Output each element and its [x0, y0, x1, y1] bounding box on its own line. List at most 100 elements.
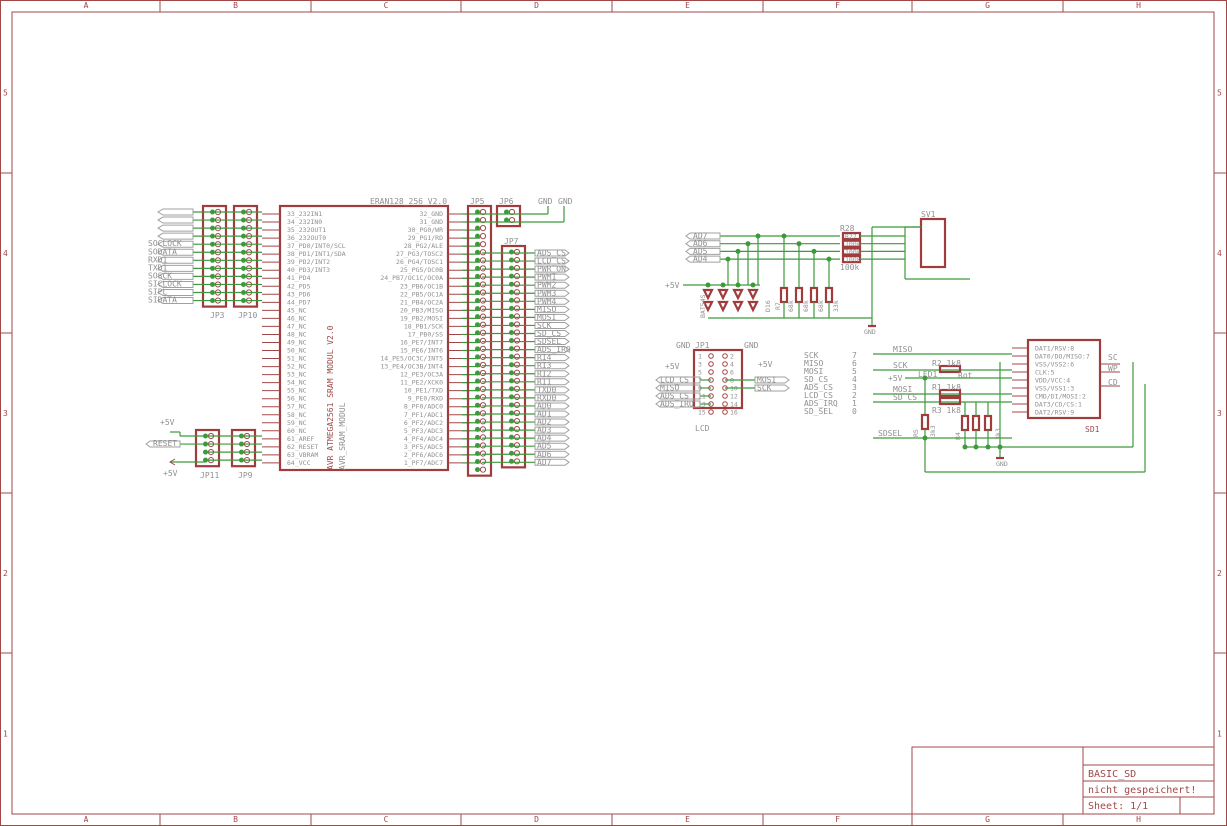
frame-column-label: D [534, 1, 539, 10]
junction [475, 217, 480, 223]
junction [475, 314, 480, 320]
junction [509, 257, 514, 263]
pin-pad [479, 233, 487, 240]
net-label-text: RI4 [537, 353, 552, 362]
module-pin-label: 30_PG0/WR [408, 226, 443, 234]
resistor [938, 396, 962, 406]
module-pin-label: 42_PD5 [287, 282, 311, 290]
net-label [157, 216, 194, 224]
junction [509, 305, 514, 311]
net-label [754, 376, 790, 384]
net-label [534, 313, 570, 321]
junction [720, 282, 726, 288]
net-name: SD_CS [893, 393, 917, 402]
junction [475, 467, 480, 473]
junction [705, 282, 711, 288]
module-pin-label: 37_PD0/INT0/SCL [287, 242, 346, 250]
pin-pad [479, 442, 487, 449]
net-label [655, 400, 701, 408]
power-5v-label: +5V [888, 374, 903, 383]
frame-row-label: 1 [3, 730, 8, 739]
junction [509, 330, 514, 335]
junction [475, 402, 480, 408]
net-label [157, 248, 194, 256]
resistor-value: 3k3 [929, 425, 937, 437]
module-pin-label: 48_NC [287, 330, 307, 338]
net-label-text: AD7 [693, 232, 708, 241]
jp5 [466, 204, 493, 477]
pin-pad [479, 241, 487, 248]
junction [475, 322, 480, 328]
lcd-connector [692, 348, 744, 410]
pin-pad [513, 409, 521, 417]
jp11-name: JP11 [200, 471, 219, 480]
frame-row-label: 3 [1217, 409, 1222, 418]
net-label [754, 384, 790, 392]
sd-pin-label: DAT3/CD/CS:1 [1035, 401, 1082, 409]
module-pin-label: 38_PD1/INT1/SDA [287, 250, 346, 258]
resistor [794, 286, 804, 304]
net-label-text: PWM3 [537, 289, 556, 298]
frame-column-label: B [233, 1, 238, 10]
junction [475, 290, 480, 295]
pin-pad [479, 377, 487, 385]
junction [475, 265, 480, 271]
junction [475, 306, 480, 312]
frame-row-label: 5 [1217, 89, 1222, 98]
pin-pad [479, 305, 487, 312]
junction [475, 434, 480, 440]
junction [750, 282, 756, 288]
resistor-value: 68k [787, 300, 795, 312]
pin-pad [513, 353, 521, 360]
resistor-value: 68k [802, 300, 810, 312]
net-label [534, 370, 570, 378]
module-pin-label: 46_NC [287, 314, 307, 322]
net-label-text: LCD_CS [660, 376, 689, 385]
net-label-text: RXD1 [148, 255, 167, 264]
spi-net-name: LCD_CS [804, 391, 833, 400]
pin-pad [479, 466, 487, 473]
pin-pad [513, 442, 521, 449]
net-label-text: AD7 [537, 458, 552, 467]
frame-row-label: 4 [3, 249, 8, 258]
junction [509, 394, 514, 400]
junction [475, 273, 480, 279]
frame-column-label: C [384, 815, 389, 824]
spi-address: 7 [852, 351, 857, 360]
net-label-text: PWR_ON [537, 265, 566, 274]
pin-pad [513, 345, 521, 352]
pin-pad [513, 265, 521, 272]
pin-pad [479, 410, 487, 417]
pin-number: 5 [698, 369, 702, 377]
pin-pad [722, 353, 728, 359]
junction [475, 330, 480, 336]
pin-pad [479, 313, 487, 320]
sd-pin-label: VSS/VSS2:6 [1035, 361, 1074, 369]
pin-pad [479, 426, 487, 433]
net-label-text: AD5 [693, 247, 708, 256]
pin-pad [479, 337, 487, 344]
gnd-label: GND [676, 341, 691, 350]
spi-net-name: ADS_CS [804, 383, 833, 392]
pin-number: 1 [698, 353, 702, 361]
junction [475, 354, 480, 360]
sd-right-label: WP [1108, 364, 1118, 373]
resistor [938, 364, 962, 374]
module-pin-label: 14_PE5/OC3C/INT5 [380, 355, 443, 363]
jp9 [230, 428, 257, 468]
module-pin-label: 15_PE6/INT6 [400, 347, 443, 355]
junction [509, 265, 514, 271]
frame-column-label: F [835, 1, 840, 10]
power-5v-label: +5V [758, 360, 773, 369]
jp7 [500, 244, 527, 469]
module-pin-label: 1_PF7/ADC7 [404, 459, 443, 467]
junction [475, 459, 480, 465]
pin-pad [708, 353, 714, 359]
net-label [534, 257, 570, 265]
module-pin-label: 40_PD3/INT3 [287, 266, 330, 274]
net-label [534, 458, 570, 466]
pin-pad [479, 450, 487, 457]
led-name: LED1 [918, 370, 937, 379]
net-label-text: SODATA [148, 247, 177, 256]
